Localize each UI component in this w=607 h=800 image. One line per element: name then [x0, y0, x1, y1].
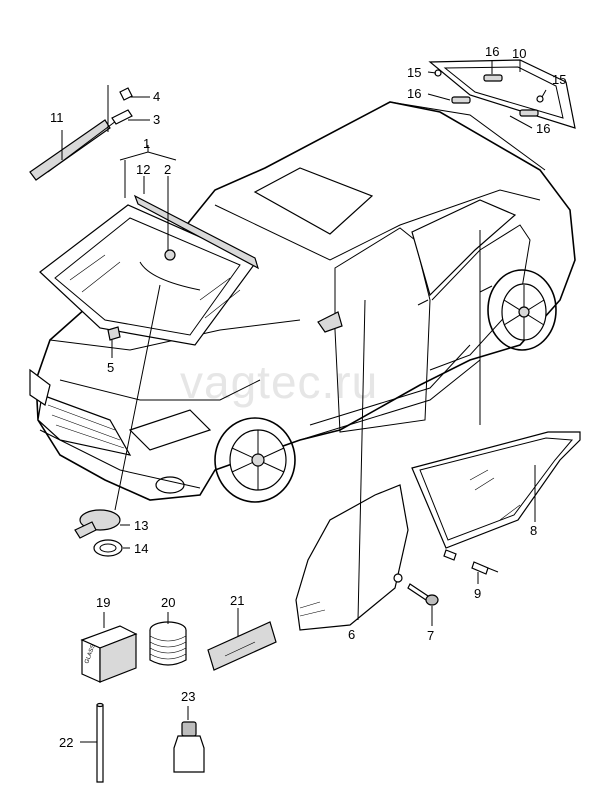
bolt — [407, 583, 439, 606]
callout-23: 23 — [181, 689, 195, 704]
callout-21: 21 — [230, 593, 244, 608]
front-door-glass — [295, 484, 409, 631]
callout-6: 6 — [348, 627, 355, 642]
retainer-ring — [93, 539, 123, 557]
rain-sensor — [74, 509, 121, 539]
callout-16-left: 16 — [407, 86, 421, 101]
callout-11: 11 — [50, 110, 64, 125]
callout-3: 3 — [153, 112, 160, 127]
callout-20: 20 — [161, 595, 175, 610]
cleaner-box: GLASS — [80, 625, 138, 683]
callout-13: 13 — [134, 518, 148, 533]
callout-10: 10 — [512, 46, 526, 61]
callout-2: 2 — [164, 162, 171, 177]
callout-5: 5 — [107, 360, 114, 375]
callout-16-right: 16 — [536, 121, 550, 136]
callout-labels: 1 2 3 4 5 6 7 8 9 10 11 12 13 14 15 15 1… — [50, 44, 566, 750]
extrusion-profile — [96, 702, 104, 783]
car-body-illustration — [29, 101, 576, 503]
callout-19: 19 — [96, 595, 110, 610]
adhesive-roll — [149, 621, 187, 666]
callout-15-left: 15 — [407, 65, 421, 80]
callout-9: 9 — [474, 586, 481, 601]
callout-12: 12 — [136, 162, 150, 177]
callout-22: 22 — [59, 735, 73, 750]
repair-strip — [207, 621, 277, 671]
a-pillar-trim — [29, 85, 133, 181]
callout-15-right: 15 — [552, 72, 566, 87]
callout-4: 4 — [153, 89, 160, 104]
windscreen-label — [107, 326, 121, 341]
leader-lines — [61, 60, 547, 743]
windscreen-seal-strip — [133, 194, 259, 270]
primer-bottle — [173, 721, 205, 773]
watermark: vagtec.ru — [180, 356, 378, 408]
callout-14: 14 — [134, 541, 148, 556]
rear-quarter-glass — [411, 431, 581, 549]
callout-1: 1 — [143, 136, 150, 151]
clip — [443, 549, 499, 575]
sensor-mount — [164, 249, 176, 261]
callout-16-top: 16 — [485, 44, 499, 59]
windscreen — [39, 204, 257, 346]
callout-8: 8 — [530, 523, 537, 538]
callout-7: 7 — [427, 628, 434, 643]
rear-window — [428, 59, 576, 129]
